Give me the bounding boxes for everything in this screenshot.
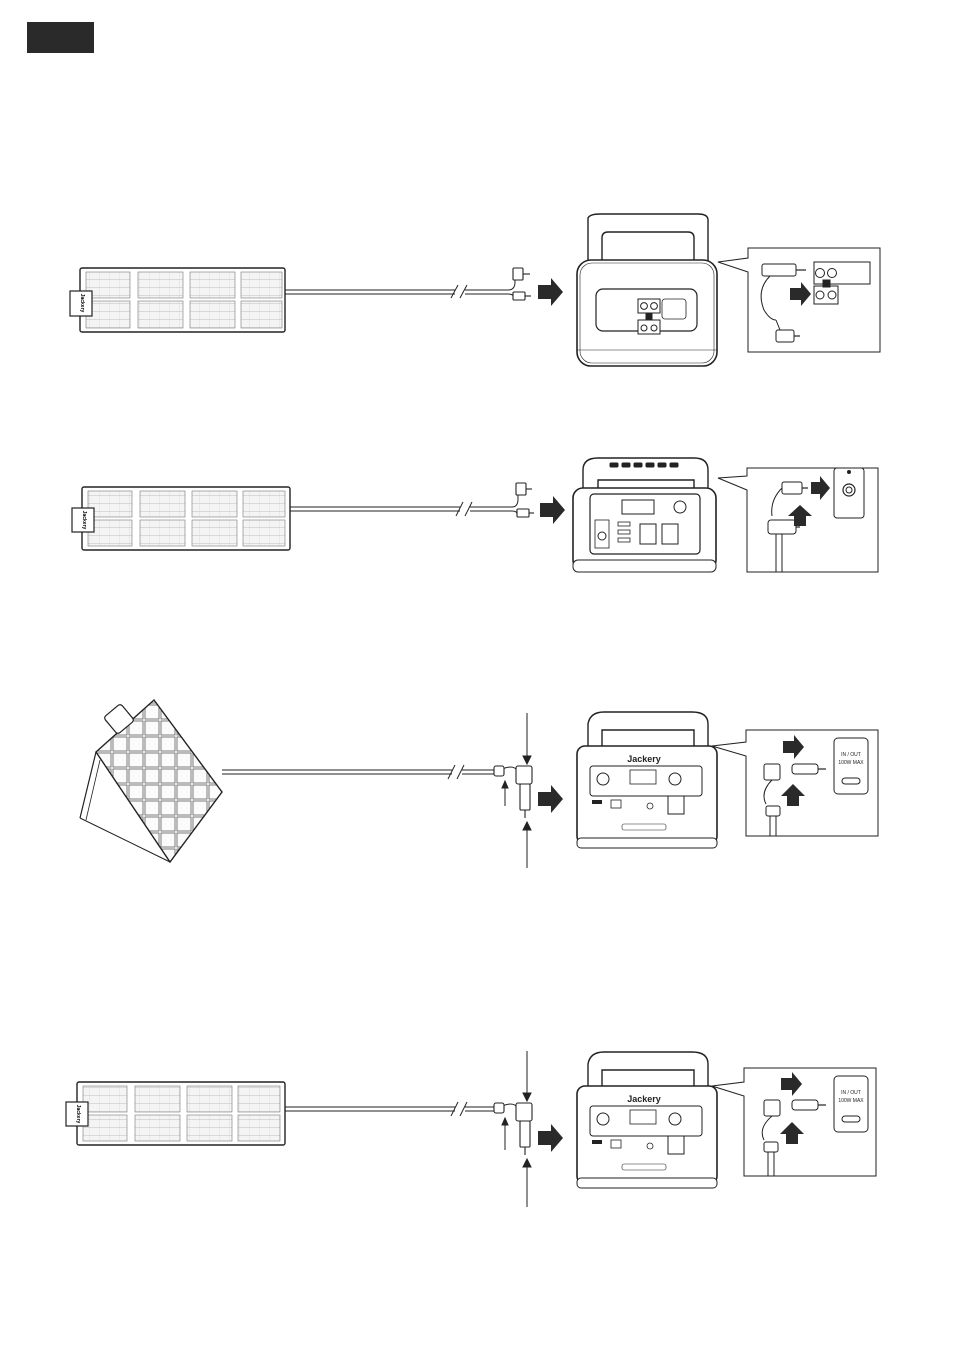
power-station (572, 457, 717, 573)
direction-arrow (538, 278, 563, 306)
port-label-line1: IN / OUT (841, 752, 861, 758)
panel-logo: Jackery (81, 511, 87, 530)
inset-arrow (781, 784, 805, 806)
diagram-row-2: Jackery (71, 457, 879, 573)
cable (285, 1101, 519, 1117)
power-station: Jackery (576, 1051, 718, 1189)
cable (222, 764, 519, 780)
direction-arrow (540, 496, 565, 524)
inset-arrow (811, 476, 830, 500)
solar-panel-foldable: Jackery (69, 267, 286, 333)
solar-panel-foldable: Jackery (65, 1081, 286, 1146)
station-logo: Jackery (627, 1094, 661, 1104)
connector-plug (493, 1102, 533, 1155)
pointer-lines (501, 713, 532, 868)
direction-arrow (538, 1124, 563, 1152)
port-label-line2: 100W MAX (838, 760, 864, 766)
port-label-line1: IN / OUT (841, 1090, 861, 1096)
panel-logo: Jackery (75, 1105, 81, 1124)
pointer-lines (501, 1051, 532, 1207)
cable (285, 276, 524, 299)
panel-logo: Jackery (79, 294, 85, 313)
connector-plug (512, 267, 531, 301)
section-tab (27, 22, 94, 53)
connector-plug (515, 482, 534, 518)
inset-arrow (788, 505, 812, 526)
power-station: Jackery (576, 711, 718, 849)
inset-arrow (781, 1072, 802, 1096)
zoom-inset: IN / OUT 100W MAX (711, 729, 879, 837)
diagram-row-1: Jackery (69, 213, 881, 367)
inset-arrow (790, 282, 811, 306)
station-logo: Jackery (627, 754, 661, 764)
inset-arrow (780, 1122, 804, 1144)
port-label-line2: 100W MAX (838, 1098, 864, 1104)
cable (290, 493, 526, 517)
power-station (576, 213, 718, 367)
solar-panel-tilted (79, 698, 223, 864)
diagram-row-3: Jackery IN / OUT 100W MAX (79, 698, 879, 868)
diagram-row-4: Jackery Jackery (65, 1051, 877, 1207)
solar-panel-foldable: Jackery (71, 486, 291, 551)
connector-plug (493, 765, 533, 818)
inset-arrow (783, 735, 804, 759)
zoom-inset: IN / OUT 100W MAX (711, 1067, 877, 1177)
direction-arrow (538, 785, 563, 813)
